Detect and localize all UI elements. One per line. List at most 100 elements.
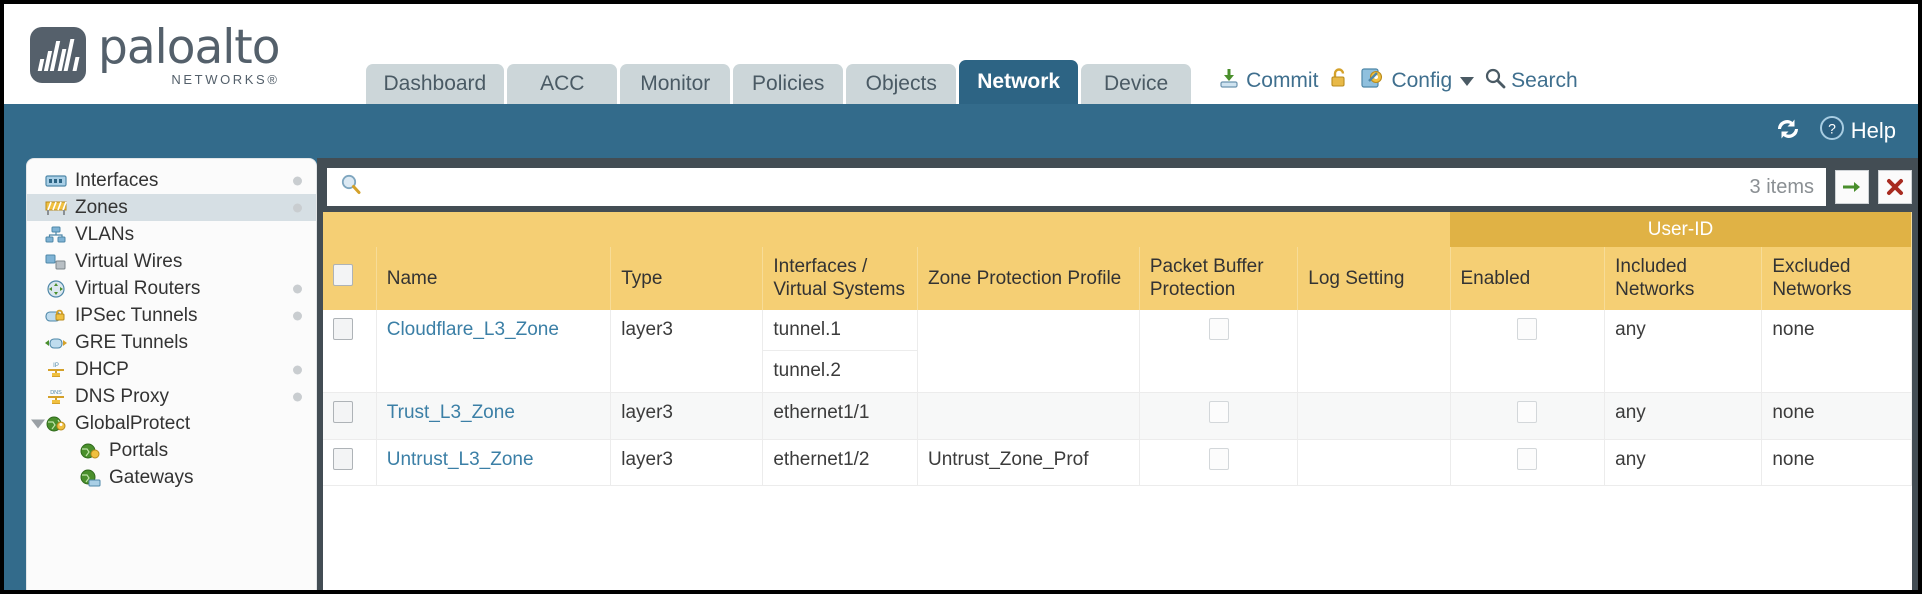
tab-monitor[interactable]: Monitor <box>620 64 731 104</box>
column-header-packet-buffer-protection[interactable]: Packet Buffer Protection <box>1139 247 1299 310</box>
cell-packet-buffer-protection[interactable] <box>1139 392 1299 440</box>
sidebar-column: Interfaces Zones VLANs <box>4 158 317 590</box>
refresh-icon[interactable] <box>1773 116 1803 147</box>
zones-table: User-ID Name Type Interfaces / Virtual S… <box>323 212 1912 487</box>
zones-table-container: User-ID Name Type Interfaces / Virtual S… <box>323 212 1912 590</box>
row-checkbox[interactable] <box>333 447 353 470</box>
tab-dashboard[interactable]: Dashboard <box>365 64 505 104</box>
tab-acc[interactable]: ACC <box>507 64 618 104</box>
sidebar-item-ipsec-tunnels[interactable]: IPSec Tunnels <box>27 302 316 329</box>
userid-enabled-checkbox[interactable] <box>1517 317 1538 340</box>
sidebar-item-virtual-routers[interactable]: Virtual Routers <box>27 275 316 302</box>
search-input[interactable] <box>371 175 1742 199</box>
sidebar-item-portals[interactable]: Portals <box>27 437 316 464</box>
sidebar-item-label: DHCP <box>75 358 129 380</box>
brand-logo: paloalto NETWORKS® <box>4 24 280 104</box>
search-button[interactable]: Search <box>1484 67 1578 95</box>
sidebar-item-label: VLANs <box>75 223 135 245</box>
table-header-row: Name Type Interfaces / Virtual Systems Z… <box>323 247 1912 310</box>
filter-bar: 3 items <box>323 164 1912 212</box>
column-header-log-setting[interactable]: Log Setting <box>1297 247 1451 310</box>
cell-name[interactable]: Cloudflare_L3_Zone <box>376 309 612 393</box>
sidebar-item-label: DNS Proxy <box>75 385 169 407</box>
main-navigation-tabs: Dashboard ACC Monitor Policies Objects N… <box>365 60 1192 104</box>
filter-search-box[interactable]: 3 items <box>327 168 1826 206</box>
column-header-included-networks[interactable]: Included Networks <box>1604 247 1763 310</box>
tab-policies[interactable]: Policies <box>733 64 844 104</box>
apply-filter-button[interactable] <box>1835 170 1869 204</box>
brand-name: paloalto <box>98 20 280 75</box>
sidebar-item-virtual-wires[interactable]: Virtual Wires <box>27 248 316 275</box>
column-header-enabled[interactable]: Enabled <box>1450 247 1606 310</box>
column-header-name[interactable]: Name <box>376 247 612 310</box>
expand-dot[interactable] <box>293 284 302 293</box>
tab-network[interactable]: Network <box>959 60 1079 104</box>
zone-name-link[interactable]: Untrust_L3_Zone <box>386 448 534 470</box>
row-checkbox[interactable] <box>333 317 353 340</box>
cell-userid-enabled[interactable] <box>1450 439 1606 487</box>
cell-packet-buffer-protection[interactable] <box>1139 439 1299 487</box>
cell-userid-enabled[interactable] <box>1450 392 1606 440</box>
chevron-down-icon[interactable] <box>1460 76 1475 86</box>
column-header-interfaces[interactable]: Interfaces / Virtual Systems <box>762 247 918 310</box>
search-icon <box>1484 67 1506 95</box>
help-button[interactable]: ? Help <box>1819 115 1896 147</box>
table-row[interactable]: Untrust_L3_Zone layer3 ethernet1/2 Untru… <box>323 439 1912 487</box>
globalprotect-icon <box>45 415 67 433</box>
cell-zone-protection-profile <box>917 309 1140 393</box>
expand-dot[interactable] <box>293 311 302 320</box>
zone-name-link[interactable]: Trust_L3_Zone <box>386 401 515 423</box>
ipsec-tunnels-icon <box>45 307 67 325</box>
sidebar-item-gre-tunnels[interactable]: GRE Tunnels <box>27 329 316 356</box>
brand-tagline: NETWORKS® <box>171 72 280 87</box>
expand-dot[interactable] <box>293 176 302 185</box>
table-row[interactable]: Trust_L3_Zone layer3 ethernet1/1 <box>323 392 1912 440</box>
cell-userid-enabled[interactable] <box>1450 309 1606 393</box>
column-header-zone-protection-profile[interactable]: Zone Protection Profile <box>917 247 1140 310</box>
row-select-cell[interactable] <box>323 439 377 487</box>
expand-dot[interactable] <box>293 203 302 212</box>
sidebar-nav: Interfaces Zones VLANs <box>26 158 317 590</box>
cell-included-networks: any <box>1604 392 1763 440</box>
select-all-header[interactable] <box>323 247 377 310</box>
collapse-triangle-icon[interactable] <box>31 419 45 428</box>
packet-buffer-protection-checkbox[interactable] <box>1208 400 1229 423</box>
table-row[interactable]: Cloudflare_L3_Zone layer3 tunnel.1 tunne… <box>323 309 1912 393</box>
sidebar-item-dhcp[interactable]: IP DHCP <box>27 356 316 383</box>
tab-device[interactable]: Device <box>1081 64 1192 104</box>
sidebar-item-vlans[interactable]: VLANs <box>27 221 316 248</box>
column-header-type[interactable]: Type <box>610 247 764 310</box>
sidebar-item-zones[interactable]: Zones <box>27 194 316 221</box>
expand-dot[interactable] <box>293 392 302 401</box>
expand-dot[interactable] <box>293 365 302 374</box>
row-select-cell[interactable] <box>323 392 377 440</box>
interfaces-icon <box>45 172 67 190</box>
clear-filter-button[interactable] <box>1878 170 1912 204</box>
cell-interfaces: ethernet1/2 <box>762 439 918 487</box>
config-button[interactable]: Config <box>1360 66 1475 96</box>
sidebar-item-globalprotect[interactable]: GlobalProtect <box>27 410 316 437</box>
cell-name[interactable]: Trust_L3_Zone <box>376 392 612 440</box>
packet-buffer-protection-checkbox[interactable] <box>1208 447 1229 470</box>
cell-name[interactable]: Untrust_L3_Zone <box>376 439 612 487</box>
lock-button[interactable] <box>1328 66 1350 96</box>
sidebar-item-interfaces[interactable]: Interfaces <box>27 167 316 194</box>
cell-packet-buffer-protection[interactable] <box>1139 309 1299 393</box>
userid-enabled-checkbox[interactable] <box>1517 400 1538 423</box>
search-label: Search <box>1511 69 1578 92</box>
column-header-excluded-networks[interactable]: Excluded Networks <box>1761 247 1912 310</box>
sidebar-item-dns-proxy[interactable]: DNS DNS Proxy <box>27 383 316 410</box>
row-checkbox[interactable] <box>333 400 353 423</box>
packet-buffer-protection-checkbox[interactable] <box>1208 317 1229 340</box>
tab-objects[interactable]: Objects <box>846 64 957 104</box>
sidebar-item-label: GlobalProtect <box>75 412 191 434</box>
commit-icon <box>1217 66 1241 96</box>
dns-proxy-icon: DNS <box>45 388 67 406</box>
commit-button[interactable]: Commit <box>1217 66 1318 96</box>
sidebar-item-gateways[interactable]: Gateways <box>27 464 316 491</box>
userid-enabled-checkbox[interactable] <box>1517 447 1538 470</box>
select-all-checkbox[interactable] <box>333 264 353 287</box>
row-select-cell[interactable] <box>323 309 377 393</box>
zone-name-link[interactable]: Cloudflare_L3_Zone <box>386 318 559 340</box>
cell-log-setting <box>1297 439 1451 487</box>
